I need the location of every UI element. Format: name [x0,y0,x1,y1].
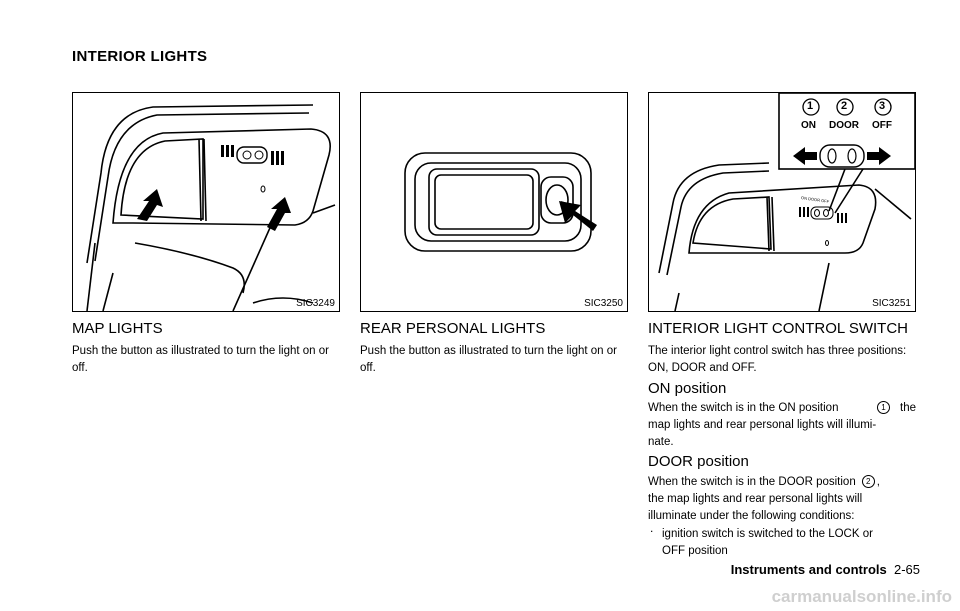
bullet-item: ignition switch is switched to the LOCK … [662,526,916,560]
door-position-heading: DOOR position [648,453,749,470]
map-lights-body: Push the button as illustrated to turn t… [72,345,329,374]
callout-one: 1 [807,100,814,112]
footer-section: Instruments and controls [730,562,887,577]
door-body-line2: the map lights and rear personal lights … [648,493,863,505]
page-footer: Instruments and controls 2-65 [731,562,920,577]
control-switch-illustration [658,93,915,311]
map-lights-heading: MAP LIGHTS [72,320,163,337]
figure-map-lights: SIC3249 [72,92,340,312]
control-switch-heading: INTERIOR LIGHT CONTROL SWITCH [648,320,909,337]
rear-personal-lights-body: Push the button as illustrated to turn t… [360,345,617,374]
figure-control-switch: 1 2 3 ON DOOR OFF ON DOOR OFF SIC3251 [648,92,916,312]
on-body-pre: When the switch is in the ON position [648,402,839,414]
door-body-pre: When the switch is in the DOOR position [648,476,856,488]
figure-rear-personal-lights: SIC3250 [360,92,628,312]
label-door: DOOR [829,120,859,131]
on-body-line3: nate. [648,436,674,448]
bullet-line2: OFF position [662,545,728,557]
label-on: ON [801,120,816,131]
section-title: INTERIOR LIGHTS [72,48,208,65]
callout-three: 3 [879,100,886,112]
on-body-post: the [900,402,916,414]
bullet-marker: . [650,521,654,535]
watermark: carmanualsonline.info [771,587,952,606]
control-switch-intro: The interior light control switch has th… [648,345,907,374]
label-off: OFF [872,120,892,131]
door-position-body: When the switch is in the DOOR position … [648,474,916,525]
bullet-line1: ignition switch is switched to the LOCK … [662,528,873,540]
door-body-line3: illuminate under the following condition… [648,510,855,522]
callout-two: 2 [841,100,848,112]
callout-two-marker: 2 [861,475,875,488]
rear-personal-lights-heading: REAR PERSONAL LIGHTS [360,320,546,337]
door-body-post: , [876,476,880,488]
figure-code: SIC3251 [872,298,911,309]
rear-personal-lights-illustration [404,152,597,252]
on-body-line2: map lights and rear personal lights will… [648,419,877,431]
map-lights-illustration [86,104,336,311]
page-number: 2-65 [893,562,920,577]
on-position-heading: ON position [648,380,727,397]
callout-one-marker: 1 [877,401,890,414]
figure-code: SIC3249 [296,298,335,309]
figure-code: SIC3250 [584,298,623,309]
